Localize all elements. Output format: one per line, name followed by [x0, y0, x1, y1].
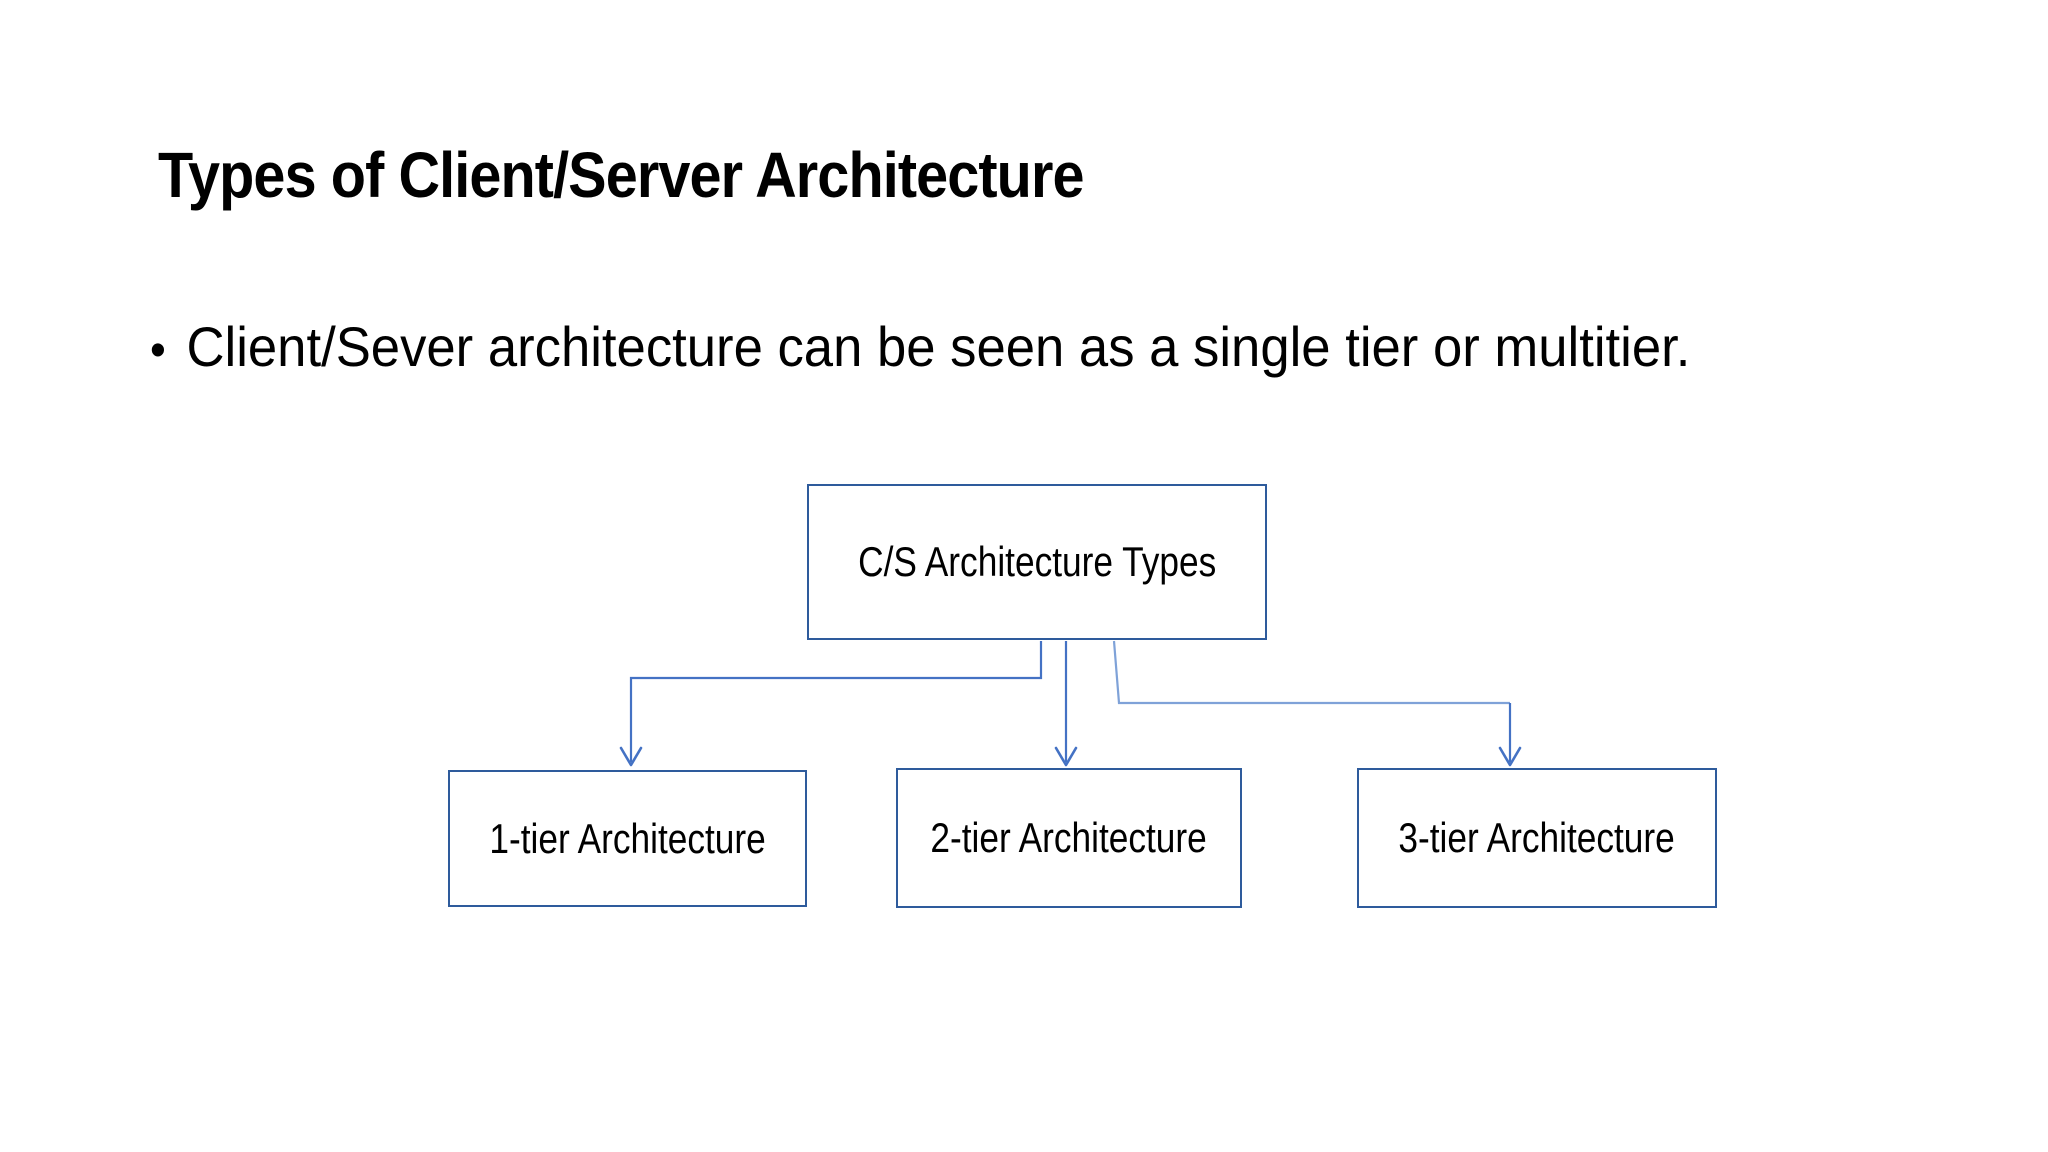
connector-to-3-tier [1112, 640, 1510, 705]
arrowhead-2-tier [1054, 746, 1078, 767]
flowchart-node-3-tier-label: 3-tier Architecture [1398, 814, 1676, 861]
flowchart-node-2-tier: 2-tier Architecture [896, 768, 1242, 908]
flowchart-node-root-label: C/S Architecture Types [857, 538, 1217, 585]
bullet-item: • Client/Sever architecture can be seen … [150, 314, 1690, 379]
flowchart-node-2-tier-label: 2-tier Architecture [930, 814, 1208, 861]
connector-to-1-tier [629, 641, 1043, 762]
arrowhead-1-tier [619, 746, 643, 767]
bullet-text: Client/Sever architecture can be seen as… [186, 315, 1691, 378]
flowchart-node-3-tier: 3-tier Architecture [1357, 768, 1717, 908]
flowchart-node-1-tier: 1-tier Architecture [448, 770, 807, 907]
bullet-marker: • [150, 324, 166, 377]
arrowhead-3-tier [1498, 746, 1522, 767]
slide-title: Types of Client/Server Architecture [158, 139, 1084, 211]
flowchart-node-root: C/S Architecture Types [807, 484, 1267, 640]
flowchart-node-1-tier-label: 1-tier Architecture [489, 814, 766, 862]
